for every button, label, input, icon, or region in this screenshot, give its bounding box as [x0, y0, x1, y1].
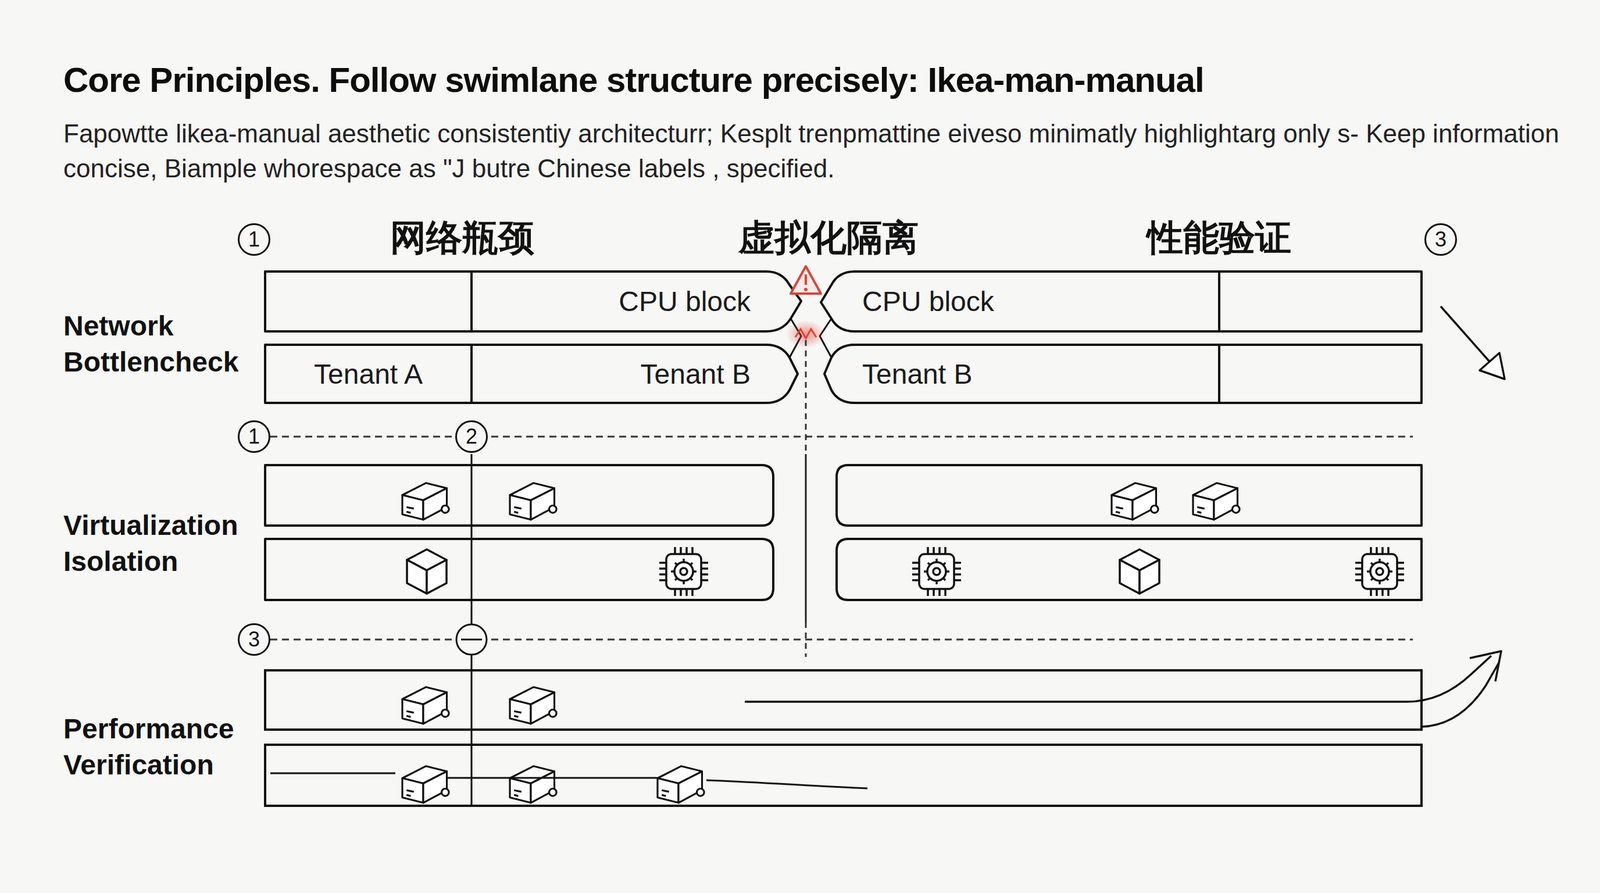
truck-icon [1111, 483, 1159, 520]
diagram-caption: Fapowtte likea-manual aesthetic consiste… [63, 116, 1575, 187]
callout-number: 2 [465, 426, 478, 448]
arrow-head [1469, 651, 1502, 682]
art-part [265, 271, 1422, 403]
lane-cell: Tenant B [825, 344, 1220, 403]
cell-divider [471, 271, 1220, 403]
truck-icon [657, 766, 705, 803]
throughput-arrow [744, 655, 1492, 702]
lane-bar [265, 344, 798, 403]
lane-cell: CPU block [825, 271, 1220, 332]
lane-cell: CPU block [471, 271, 798, 332]
lane-label: Network Bottlencheck [63, 308, 285, 381]
divider-line [805, 454, 807, 623]
marker-circle [456, 624, 487, 655]
lane-bar [836, 465, 1422, 526]
cube-icon [1119, 549, 1160, 594]
callout-number: 1 [248, 229, 260, 250]
art-part [265, 670, 1422, 806]
lane-bar [265, 271, 802, 332]
callout-number: 3 [248, 629, 260, 650]
throughput-arrow [1421, 662, 1499, 727]
cube-icon [406, 549, 447, 594]
lane-bar [824, 344, 1422, 403]
diagram-title: Core Principles. Follow swimlane structu… [63, 59, 1205, 100]
chip-icon [659, 547, 709, 596]
column-header: 网络瓶颈 [390, 213, 535, 263]
callout-circle: 2 [455, 420, 488, 453]
lane-label: Performance Verification [63, 711, 285, 784]
warning-icon [790, 266, 821, 294]
lane-label: Virtualization Isolation [63, 507, 285, 580]
lane-cell: Tenant A [265, 344, 472, 403]
flow-line [270, 773, 868, 789]
art-part [265, 465, 1422, 600]
lane-bar [265, 670, 1422, 730]
callout-number: 3 [1434, 229, 1447, 250]
lane-bar [265, 744, 1422, 806]
arrow-head [1479, 352, 1505, 380]
cell-label: CPU block [862, 285, 995, 318]
chip-icon [912, 547, 962, 596]
truck-icon [1193, 483, 1240, 520]
bottleneck-crack [795, 329, 817, 339]
lane-bar [265, 538, 774, 600]
marker-dash [461, 638, 482, 641]
warning-triangle [790, 266, 821, 294]
truck-icon [402, 766, 449, 803]
lane-bar [836, 538, 1422, 600]
truck-icon [509, 766, 557, 803]
callout-number: 1 [248, 426, 260, 448]
truck-icon [509, 687, 557, 724]
callout-circle: 3 [237, 623, 271, 656]
lane-bar [820, 271, 1422, 332]
cell-label: Tenant B [640, 358, 751, 391]
truck-icon [509, 483, 557, 520]
truck-icon [402, 687, 449, 724]
column-header: 虚拟化隔离 [738, 213, 919, 263]
lane-bar [265, 465, 774, 526]
warning-mark [804, 274, 807, 285]
cell-label: Tenant A [313, 358, 423, 391]
callout-circle: 1 [237, 420, 271, 453]
column-header: 性能验证 [1147, 213, 1292, 263]
cell-label: CPU block [618, 285, 751, 318]
lane-cell: Tenant B [471, 344, 798, 403]
cell-label: Tenant B [862, 358, 973, 391]
chip-icon [1355, 547, 1405, 596]
flow-arrow [1440, 306, 1490, 362]
callout-circle: 1 [237, 223, 271, 256]
warning-mark [804, 287, 808, 292]
truck-icon [402, 483, 449, 520]
callout-circle: 3 [1424, 223, 1457, 256]
